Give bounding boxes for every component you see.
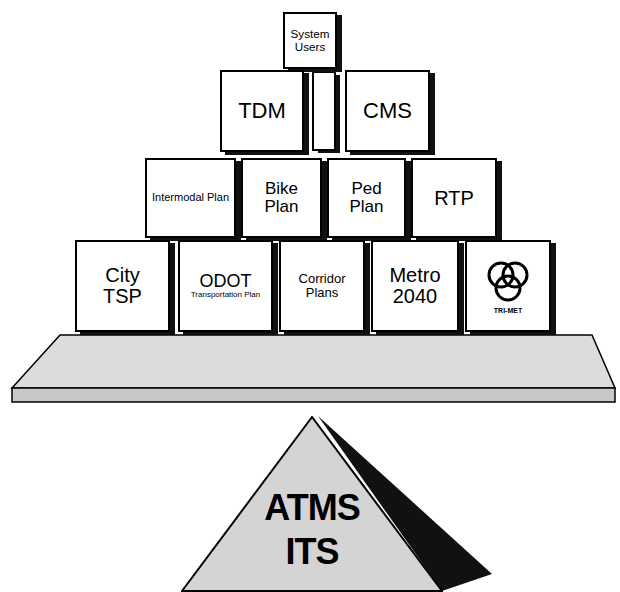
block-sublabel: Transportation Plan bbox=[191, 291, 261, 299]
fulcrum-triangle: ATMS ITS bbox=[181, 416, 443, 592]
block-label: Corridor Plans bbox=[285, 272, 359, 299]
block-label: TRI-MET bbox=[494, 307, 522, 314]
logo-ring bbox=[496, 276, 520, 300]
plank-top bbox=[12, 335, 615, 388]
block-label: Bike Plan bbox=[252, 180, 312, 216]
plan-block: Metro 2040 bbox=[371, 240, 459, 332]
block-label: RTP bbox=[434, 188, 474, 209]
plan-block: Ped Plan bbox=[327, 158, 406, 238]
plan-block: Corridor Plans bbox=[279, 240, 365, 332]
block-label: Ped Plan bbox=[337, 180, 397, 216]
plan-block: ODOTTransportation Plan bbox=[178, 240, 273, 332]
block-label: Metro 2040 bbox=[378, 265, 452, 307]
block-label: Intermodal Plan bbox=[152, 192, 229, 204]
plank-front bbox=[12, 388, 615, 402]
triangle-shape bbox=[182, 417, 442, 591]
plan-block: CMS bbox=[345, 70, 430, 152]
plan-block: System Users bbox=[283, 12, 337, 69]
plan-block: Bike Plan bbox=[241, 158, 322, 238]
plan-block: RTP bbox=[411, 158, 497, 238]
block-label: City TSP bbox=[88, 265, 158, 307]
plan-block: Intermodal Plan bbox=[145, 158, 236, 238]
plan-block: City TSP bbox=[75, 240, 170, 332]
block-label: System Users bbox=[286, 28, 334, 53]
plan-block: TRI-MET bbox=[465, 240, 551, 332]
block-label: TDM bbox=[238, 99, 286, 122]
plan-block: TDM bbox=[220, 70, 304, 152]
spacer-block bbox=[313, 72, 335, 150]
fulcrum-label: ATMS ITS bbox=[252, 486, 372, 574]
trimet-logo bbox=[482, 257, 534, 307]
block-label: ODOT bbox=[200, 272, 252, 291]
block-label: CMS bbox=[363, 99, 412, 122]
